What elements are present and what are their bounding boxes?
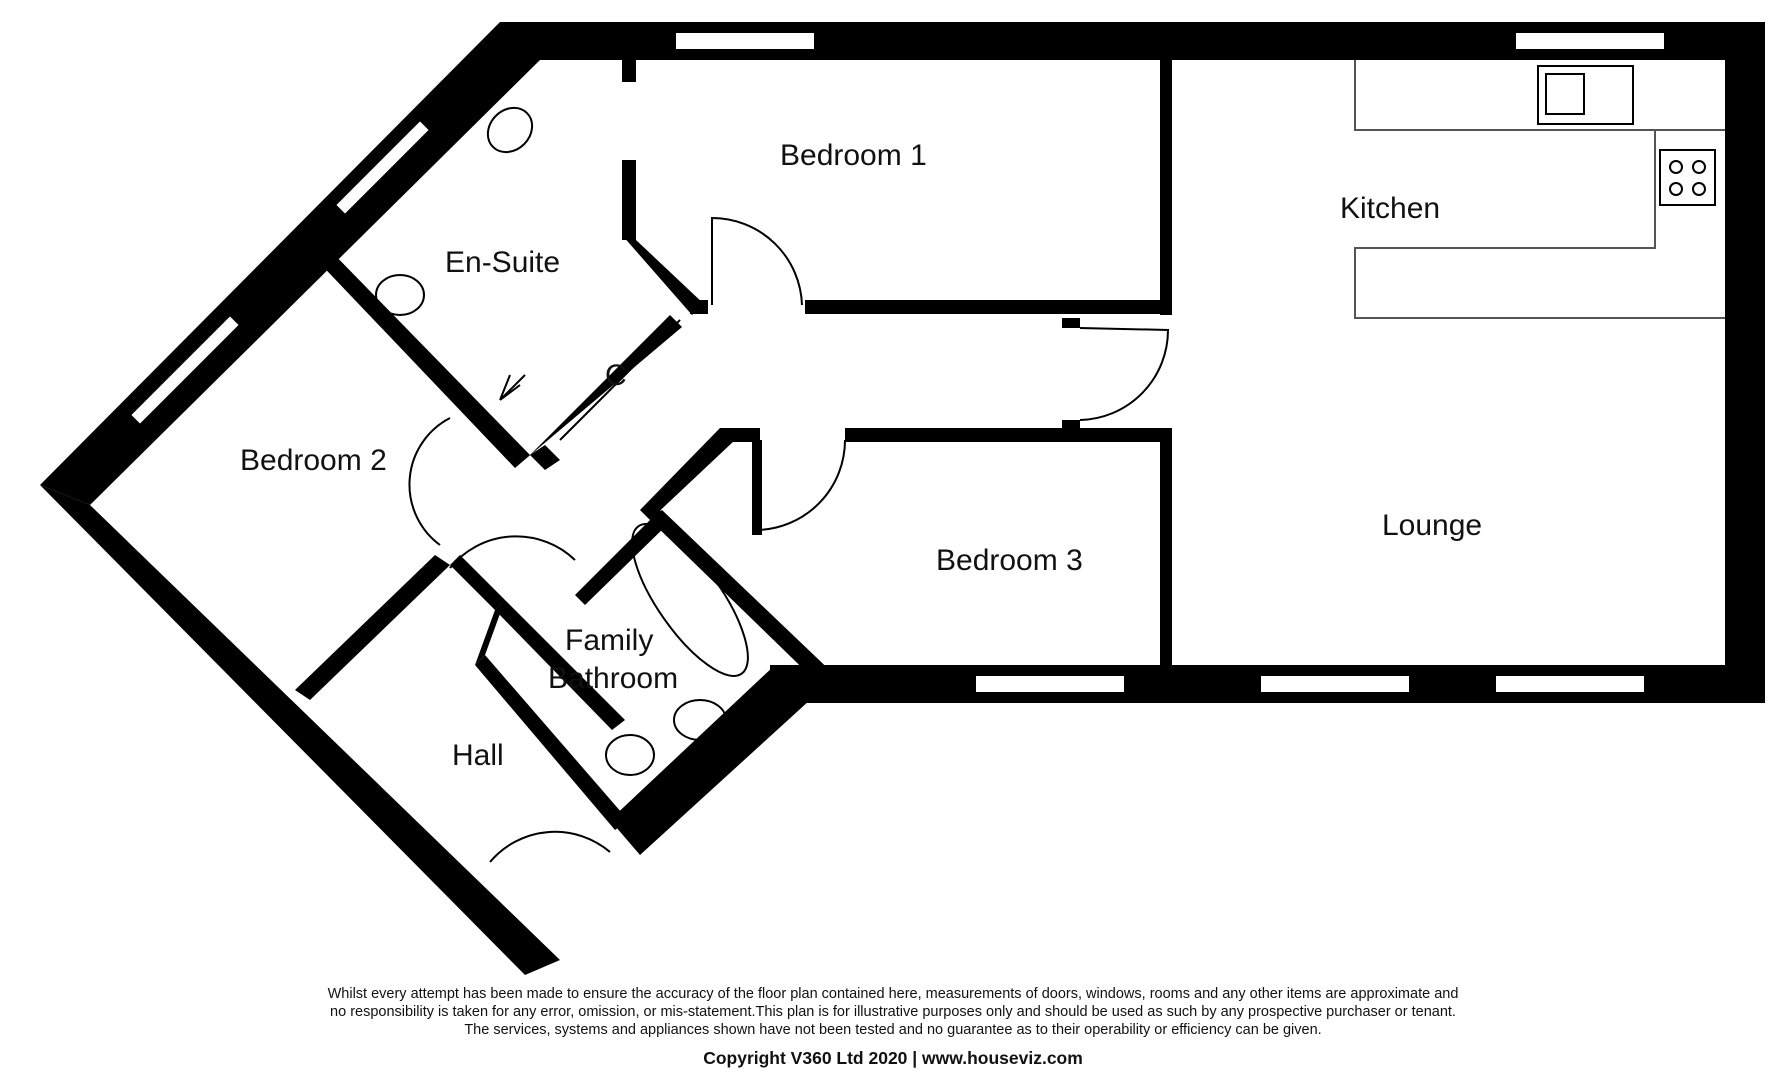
door-hall-entrance [489, 830, 611, 863]
label-hall: Hall [452, 739, 504, 772]
label-ensuite: En-Suite [445, 246, 560, 279]
disclaimer-line-3: The services, systems and appliances sho… [464, 1022, 1322, 1038]
door-lounge [1079, 327, 1170, 421]
door-cupboard [559, 319, 681, 441]
door-bedroom1 [711, 216, 803, 306]
bathroom-fixtures [375, 106, 749, 776]
doors [408, 216, 1170, 863]
bathroom-toilet-icon [605, 734, 655, 776]
hob-icon [1659, 149, 1716, 206]
window-bedroom2 [128, 313, 242, 427]
windows [128, 31, 1666, 694]
bathroom-basin-icon [673, 699, 727, 741]
door-bedroom3 [757, 439, 846, 532]
window-bedroom1 [674, 31, 816, 51]
window-kitchen [1514, 31, 1666, 51]
disclaimer: Whilst every attempt has been made to en… [0, 985, 1786, 1039]
toilet-icon [486, 106, 534, 154]
kitchen-counter-right [1354, 130, 1725, 319]
label-lounge: Lounge [1382, 509, 1482, 542]
window-lounge-left [1259, 674, 1411, 694]
disclaimer-line-2: no responsibility is taken for any error… [330, 1004, 1456, 1020]
label-bedroom2: Bedroom 2 [240, 444, 387, 477]
window-lounge-right [1494, 674, 1646, 694]
shower-icon [499, 374, 526, 401]
kitchen-fixtures [1354, 60, 1725, 319]
label-cupboard: C [605, 359, 627, 392]
door-bathroom [449, 535, 576, 569]
label-bedroom3: Bedroom 3 [936, 544, 1083, 577]
door-bedroom2 [408, 417, 451, 546]
window-bedroom3 [974, 674, 1126, 694]
window-ensuite [333, 118, 432, 217]
disclaimer-line-1: Whilst every attempt has been made to en… [327, 986, 1459, 1002]
interior-walls [215, 60, 1172, 830]
room-labels: Bedroom 1 Kitchen En-Suite C Bedroom 2 L… [240, 139, 1482, 772]
label-family-bathroom-line2: Bathroom [548, 662, 678, 695]
label-family-bathroom-line1: Family [565, 624, 653, 657]
kitchen-counter-top [1354, 60, 1725, 131]
sink-icon [1537, 65, 1634, 125]
bath-icon [631, 523, 749, 677]
ensuite-basin-icon [375, 274, 425, 316]
copyright: Copyright V360 Ltd 2020 | www.houseviz.c… [703, 1048, 1083, 1068]
label-bedroom1: Bedroom 1 [780, 139, 927, 172]
label-kitchen: Kitchen [1340, 192, 1440, 225]
